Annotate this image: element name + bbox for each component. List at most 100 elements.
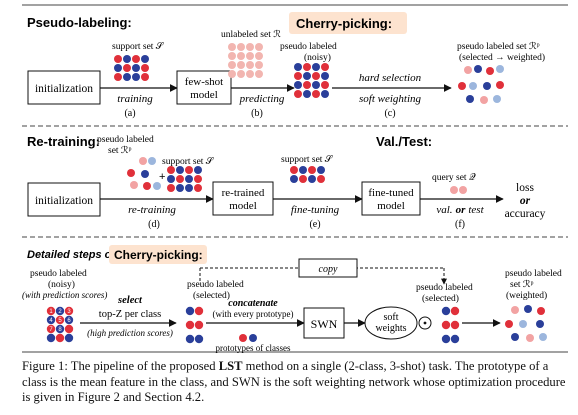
detailed-steps-title: Detailed steps of [27, 249, 116, 261]
pseudo-noisy-label: (noisy) [304, 52, 331, 63]
dot-digit: 7 [49, 327, 53, 333]
prototypes-label: prototypes of classes [216, 343, 291, 353]
selected-dots-left [185, 306, 204, 344]
weights-label: weights [375, 323, 406, 334]
pipeline-diagram: Pseudo-labeling: Cherry-picking: support… [22, 4, 568, 353]
pseudo-noisy-dots [294, 63, 329, 98]
support-set-label-2: support set 𝒮 [162, 156, 215, 167]
tag-b: (b) [251, 108, 263, 119]
plus-sign: + [159, 171, 165, 183]
query-set-label: query set 𝒬 [432, 172, 477, 183]
tag-d: (d) [148, 219, 160, 230]
sel2-label-1: pseudo labeled [416, 283, 473, 293]
retrain-support-dots [167, 166, 202, 192]
dot-digit: 6 [67, 318, 71, 324]
final-label-2: set ℛᵖ [510, 279, 534, 290]
initialization-box-1 [27, 70, 101, 105]
dot-digit: 8 [58, 327, 62, 333]
selected-weighted-label: (selected → weighted) [459, 52, 545, 63]
retrained-label: re-trained [222, 187, 265, 199]
finetuned-model-label: model [377, 200, 405, 212]
final-label-3: (weighted) [506, 290, 547, 301]
copy-box [298, 258, 358, 278]
or-label: or [520, 195, 531, 207]
cherry-picking-highlight-2 [109, 245, 207, 264]
figure-caption: Figure 1: The pipeline of the proposed L… [22, 359, 566, 406]
dot-digit: 3 [67, 309, 71, 315]
pseudo-set-label: pseudo labeled set ℛᵖ [457, 41, 540, 52]
or-word: or [456, 204, 467, 216]
sel-label-1: pseudo labeled [187, 280, 244, 290]
copy-label: copy [319, 264, 338, 275]
model-label: model [190, 89, 218, 101]
finetuned-label: fine-tuned [368, 187, 414, 199]
select-label: select [117, 295, 143, 306]
sel-label-2: (selected) [193, 290, 230, 301]
pseudo-labeling-title: Pseudo-labeling: [27, 15, 132, 30]
retraining-label: re-training [128, 204, 176, 216]
weighted-pseudo-dots [458, 65, 504, 104]
retraining-title: Re-training: [27, 134, 100, 149]
accuracy-label: accuracy [505, 208, 546, 220]
pl-noisy-label-2: (noisy) [48, 279, 75, 290]
support-set-label: support set 𝒮 [112, 41, 165, 52]
with-every-label: (with every prototype) [213, 309, 294, 319]
dot-digit: 2 [58, 309, 62, 315]
high-scores-label: (high prediction scores) [87, 328, 173, 338]
pl-noisy-label-3: (with prediction scores) [22, 290, 107, 300]
predicting-label: predicting [239, 93, 285, 105]
val-word: val. [436, 204, 452, 216]
pseudo-labeled-label: pseudo labeled [280, 42, 337, 52]
concatenate-label: concatenate [228, 298, 278, 309]
finetuning-label: fine-tuning [291, 204, 340, 216]
fewshot-label: few-shot [185, 76, 224, 88]
numbered-noisy-dots: 1 2 3 4 5 6 7 8 [46, 306, 74, 343]
finetune-support-dots [290, 166, 325, 183]
sel2-label-2: (selected) [422, 293, 459, 304]
tag-c: (c) [384, 108, 395, 119]
support-set-label-3: support set 𝒮 [281, 154, 334, 165]
pseudo-set-label-2b: set ℛᵖ [108, 145, 132, 156]
tag-a: (a) [124, 108, 135, 119]
dot-digit: 5 [58, 318, 62, 324]
initialization-label-1: initialization [35, 83, 93, 95]
retrain-pseudo-dots [127, 157, 161, 190]
unlabeled-set-dots [228, 43, 263, 78]
dot-digit: 1 [49, 309, 53, 315]
hard-selection-label: hard selection [359, 72, 422, 84]
prototype-dots [239, 334, 257, 342]
swn-label: SWN [311, 317, 338, 331]
soft-weights-ellipse [364, 306, 418, 340]
tag-e: (e) [309, 219, 320, 230]
selected-dots-right [441, 306, 460, 344]
caption-part2: method on a single (2-class, 3-shot) tas… [22, 359, 566, 405]
soft-weighting-label: soft weighting [359, 93, 422, 105]
retrained-model-box [212, 181, 274, 216]
training-label: training [117, 93, 153, 105]
query-set-dots [450, 186, 467, 194]
final-weighted-dots [505, 305, 547, 342]
tag-f: (f) [455, 219, 465, 230]
topz-label: top-Z per class [99, 309, 161, 320]
odot-center [423, 321, 427, 325]
loss-label: loss [516, 182, 534, 194]
caption-part1: Figure 1: The pipeline of the proposed [22, 359, 219, 373]
cherry-picking-title-2: Cherry-picking: [114, 248, 203, 262]
caption-bold: LST [218, 359, 243, 373]
support-set-dots [114, 55, 149, 81]
soft-label: soft [384, 312, 399, 323]
finetuned-model-box [361, 181, 421, 216]
val-test-title: Val./Test: [376, 134, 432, 149]
unlabeled-set-label: unlabeled set ℛ [221, 29, 281, 40]
test-word: test [468, 204, 484, 216]
dot-digit: 4 [49, 318, 53, 324]
retrained-model-label: model [229, 200, 257, 212]
final-label-1: pseudo labeled [505, 269, 562, 279]
cherry-picking-highlight [289, 12, 407, 34]
cherry-picking-title: Cherry-picking: [296, 16, 392, 31]
pseudo-set-label-2a: pseudo labeled [97, 135, 154, 145]
pl-noisy-label-1: pseudo labeled [30, 269, 87, 279]
initialization-label-2: initialization [35, 195, 93, 207]
